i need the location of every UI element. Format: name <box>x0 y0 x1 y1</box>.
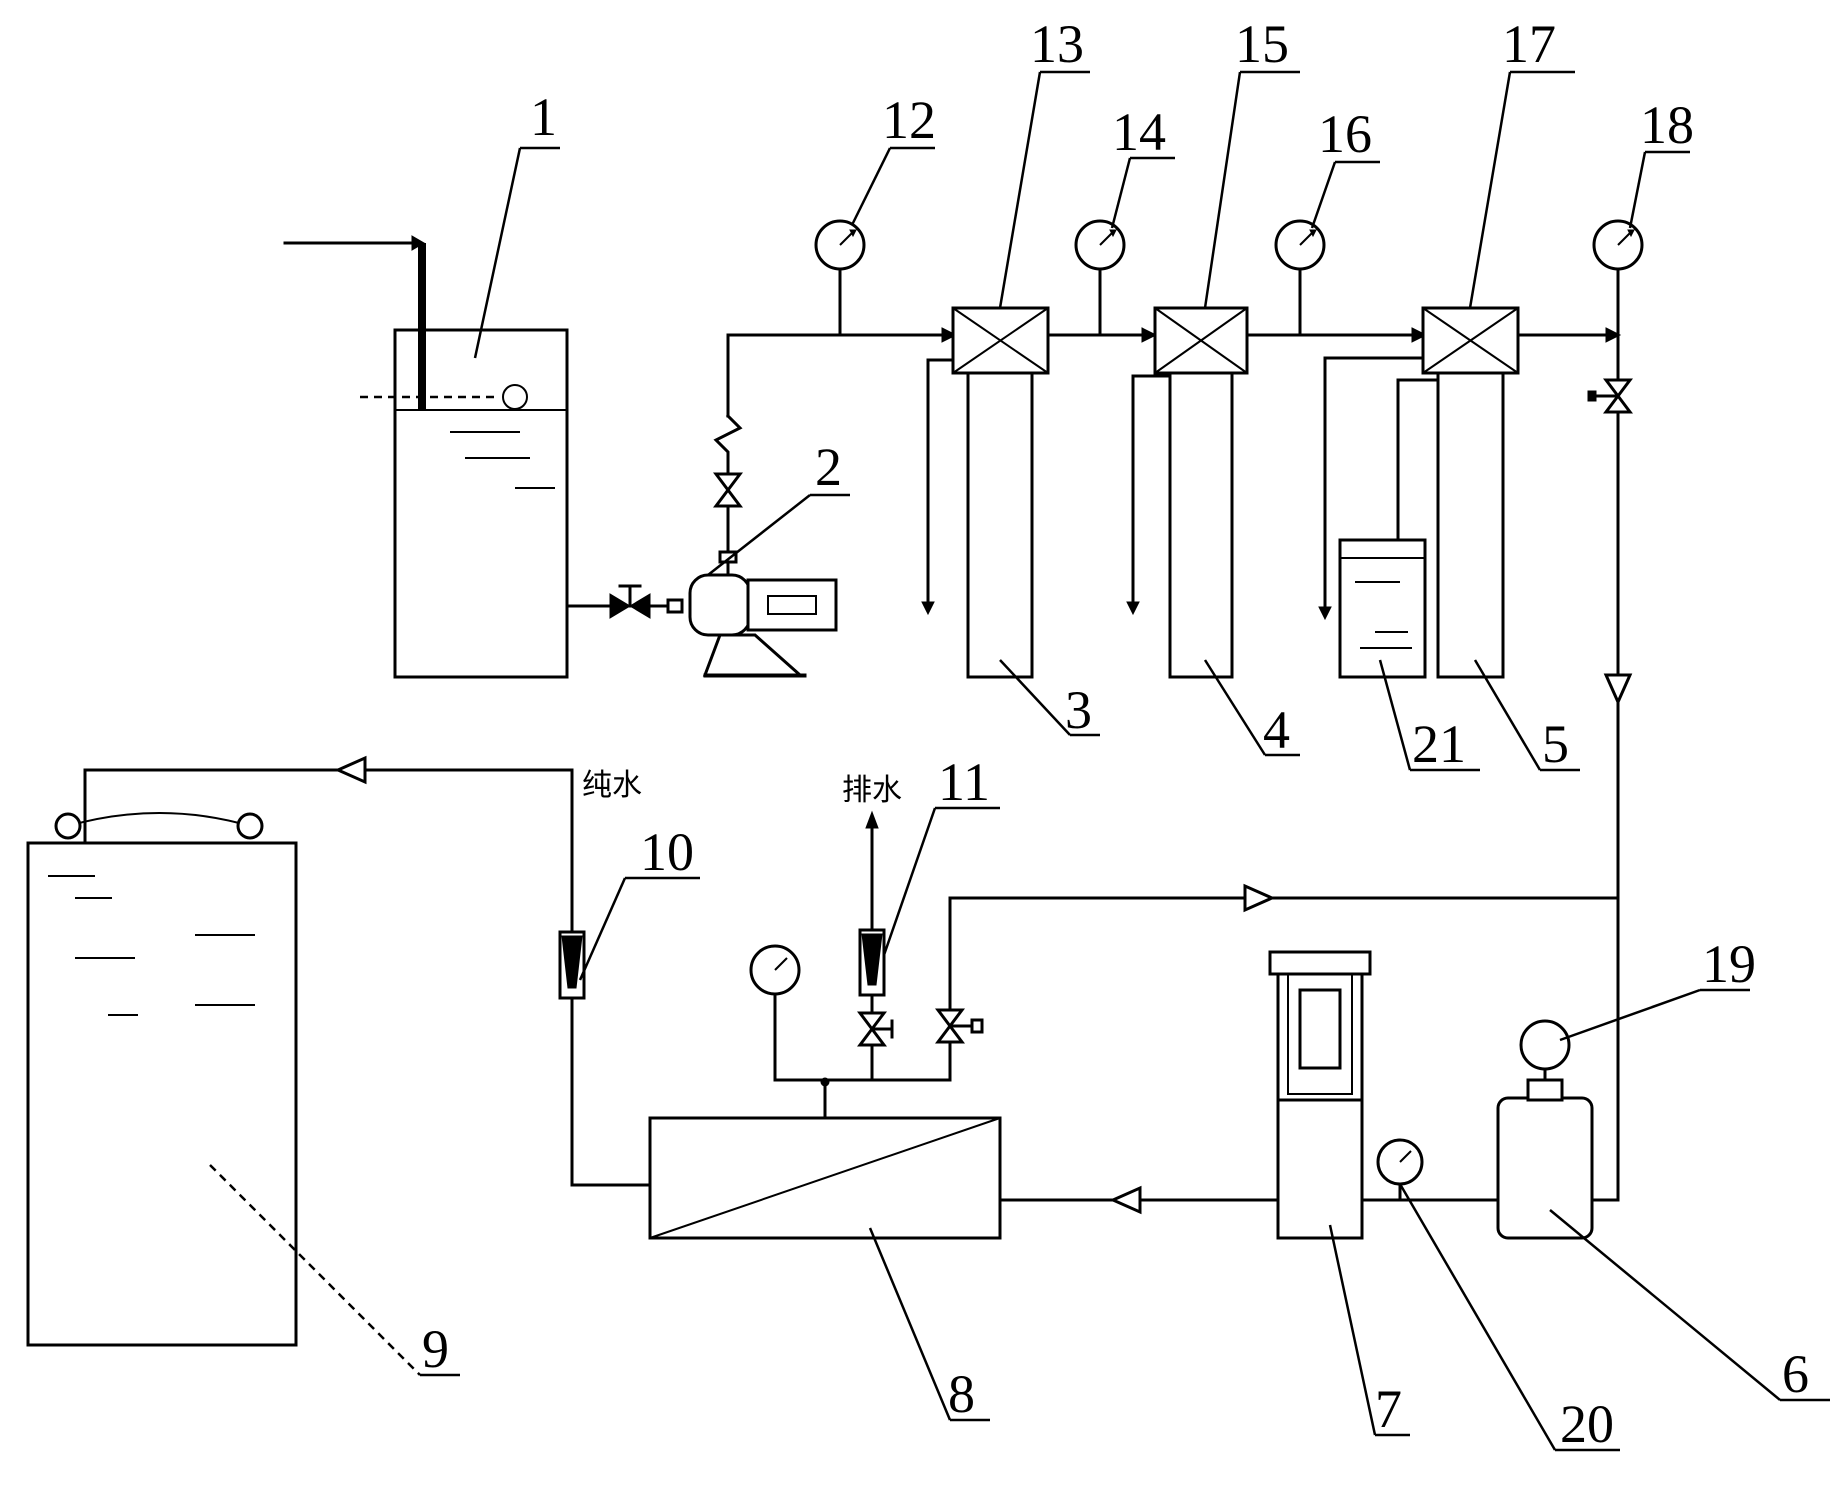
label-6: 6 <box>1782 1344 1809 1404</box>
float-valve-icon <box>502 384 528 410</box>
pressure-gauge-8 <box>749 944 801 1082</box>
label-12: 12 <box>882 90 936 150</box>
inlet-valve-icon <box>609 584 651 619</box>
pump-outlet-valve-icon <box>713 458 743 520</box>
control-unit-7 <box>1268 950 1372 1240</box>
filter-housing-5 <box>1318 306 1520 679</box>
label-11: 11 <box>938 752 990 812</box>
recycle-valve-icon <box>935 1008 984 1044</box>
pressure-gauge-14 <box>1074 219 1126 337</box>
label-9: 9 <box>422 1319 449 1379</box>
flowmeter-10 <box>558 930 586 1000</box>
label-15: 15 <box>1235 14 1289 74</box>
check-valve-icon <box>713 413 743 462</box>
label-20: 20 <box>1560 1394 1614 1454</box>
cartridge-6 <box>1496 1078 1594 1240</box>
part-numbers: 1 2 3 4 5 6 7 8 9 10 11 12 13 14 15 16 1… <box>422 14 1809 1454</box>
drain-label: 排水 <box>842 773 902 808</box>
inlet-pipe <box>283 235 426 411</box>
label-18: 18 <box>1640 95 1694 155</box>
label-19: 19 <box>1702 934 1756 994</box>
raw-water-tank <box>360 328 569 679</box>
label-5: 5 <box>1542 714 1569 774</box>
outlet-valve-18-icon <box>1587 378 1633 414</box>
filter-housing-3 <box>921 306 1050 679</box>
flowmeter-11 <box>858 928 886 997</box>
drain-valve-icon <box>857 1011 894 1047</box>
label-13: 13 <box>1030 14 1084 74</box>
flow-arrow-left-icon-2 <box>334 755 367 785</box>
label-4: 4 <box>1263 700 1290 760</box>
container-21 <box>1338 538 1427 679</box>
membrane-module-8 <box>648 1116 1002 1240</box>
pressure-gauge-19 <box>1519 1019 1571 1082</box>
label-7: 7 <box>1375 1379 1402 1439</box>
pressure-gauge-16 <box>1274 219 1326 337</box>
pressure-gauge-18 <box>1592 219 1644 271</box>
leader-lines <box>209 70 1830 1452</box>
label-21: 21 <box>1412 714 1466 774</box>
label-3: 3 <box>1065 680 1092 740</box>
pure-water-tank-9 <box>26 812 298 1347</box>
label-8: 8 <box>948 1364 975 1424</box>
flow-arrow-right-icon <box>1243 883 1276 913</box>
booster-pump <box>688 550 838 678</box>
label-1: 1 <box>530 87 557 147</box>
pressure-gauge-12 <box>814 219 866 337</box>
pressure-gauge-20 <box>1376 1138 1424 1202</box>
pure-water-label: 纯水 <box>582 768 642 803</box>
label-2: 2 <box>815 437 842 497</box>
flow-arrow-left-icon <box>1109 1185 1142 1215</box>
label-14: 14 <box>1112 102 1166 162</box>
filter-housing-4 <box>1126 306 1249 679</box>
label-17: 17 <box>1502 14 1556 74</box>
label-10: 10 <box>640 822 694 882</box>
flow-arrow-down-icon <box>1603 673 1633 706</box>
label-16: 16 <box>1318 104 1372 164</box>
